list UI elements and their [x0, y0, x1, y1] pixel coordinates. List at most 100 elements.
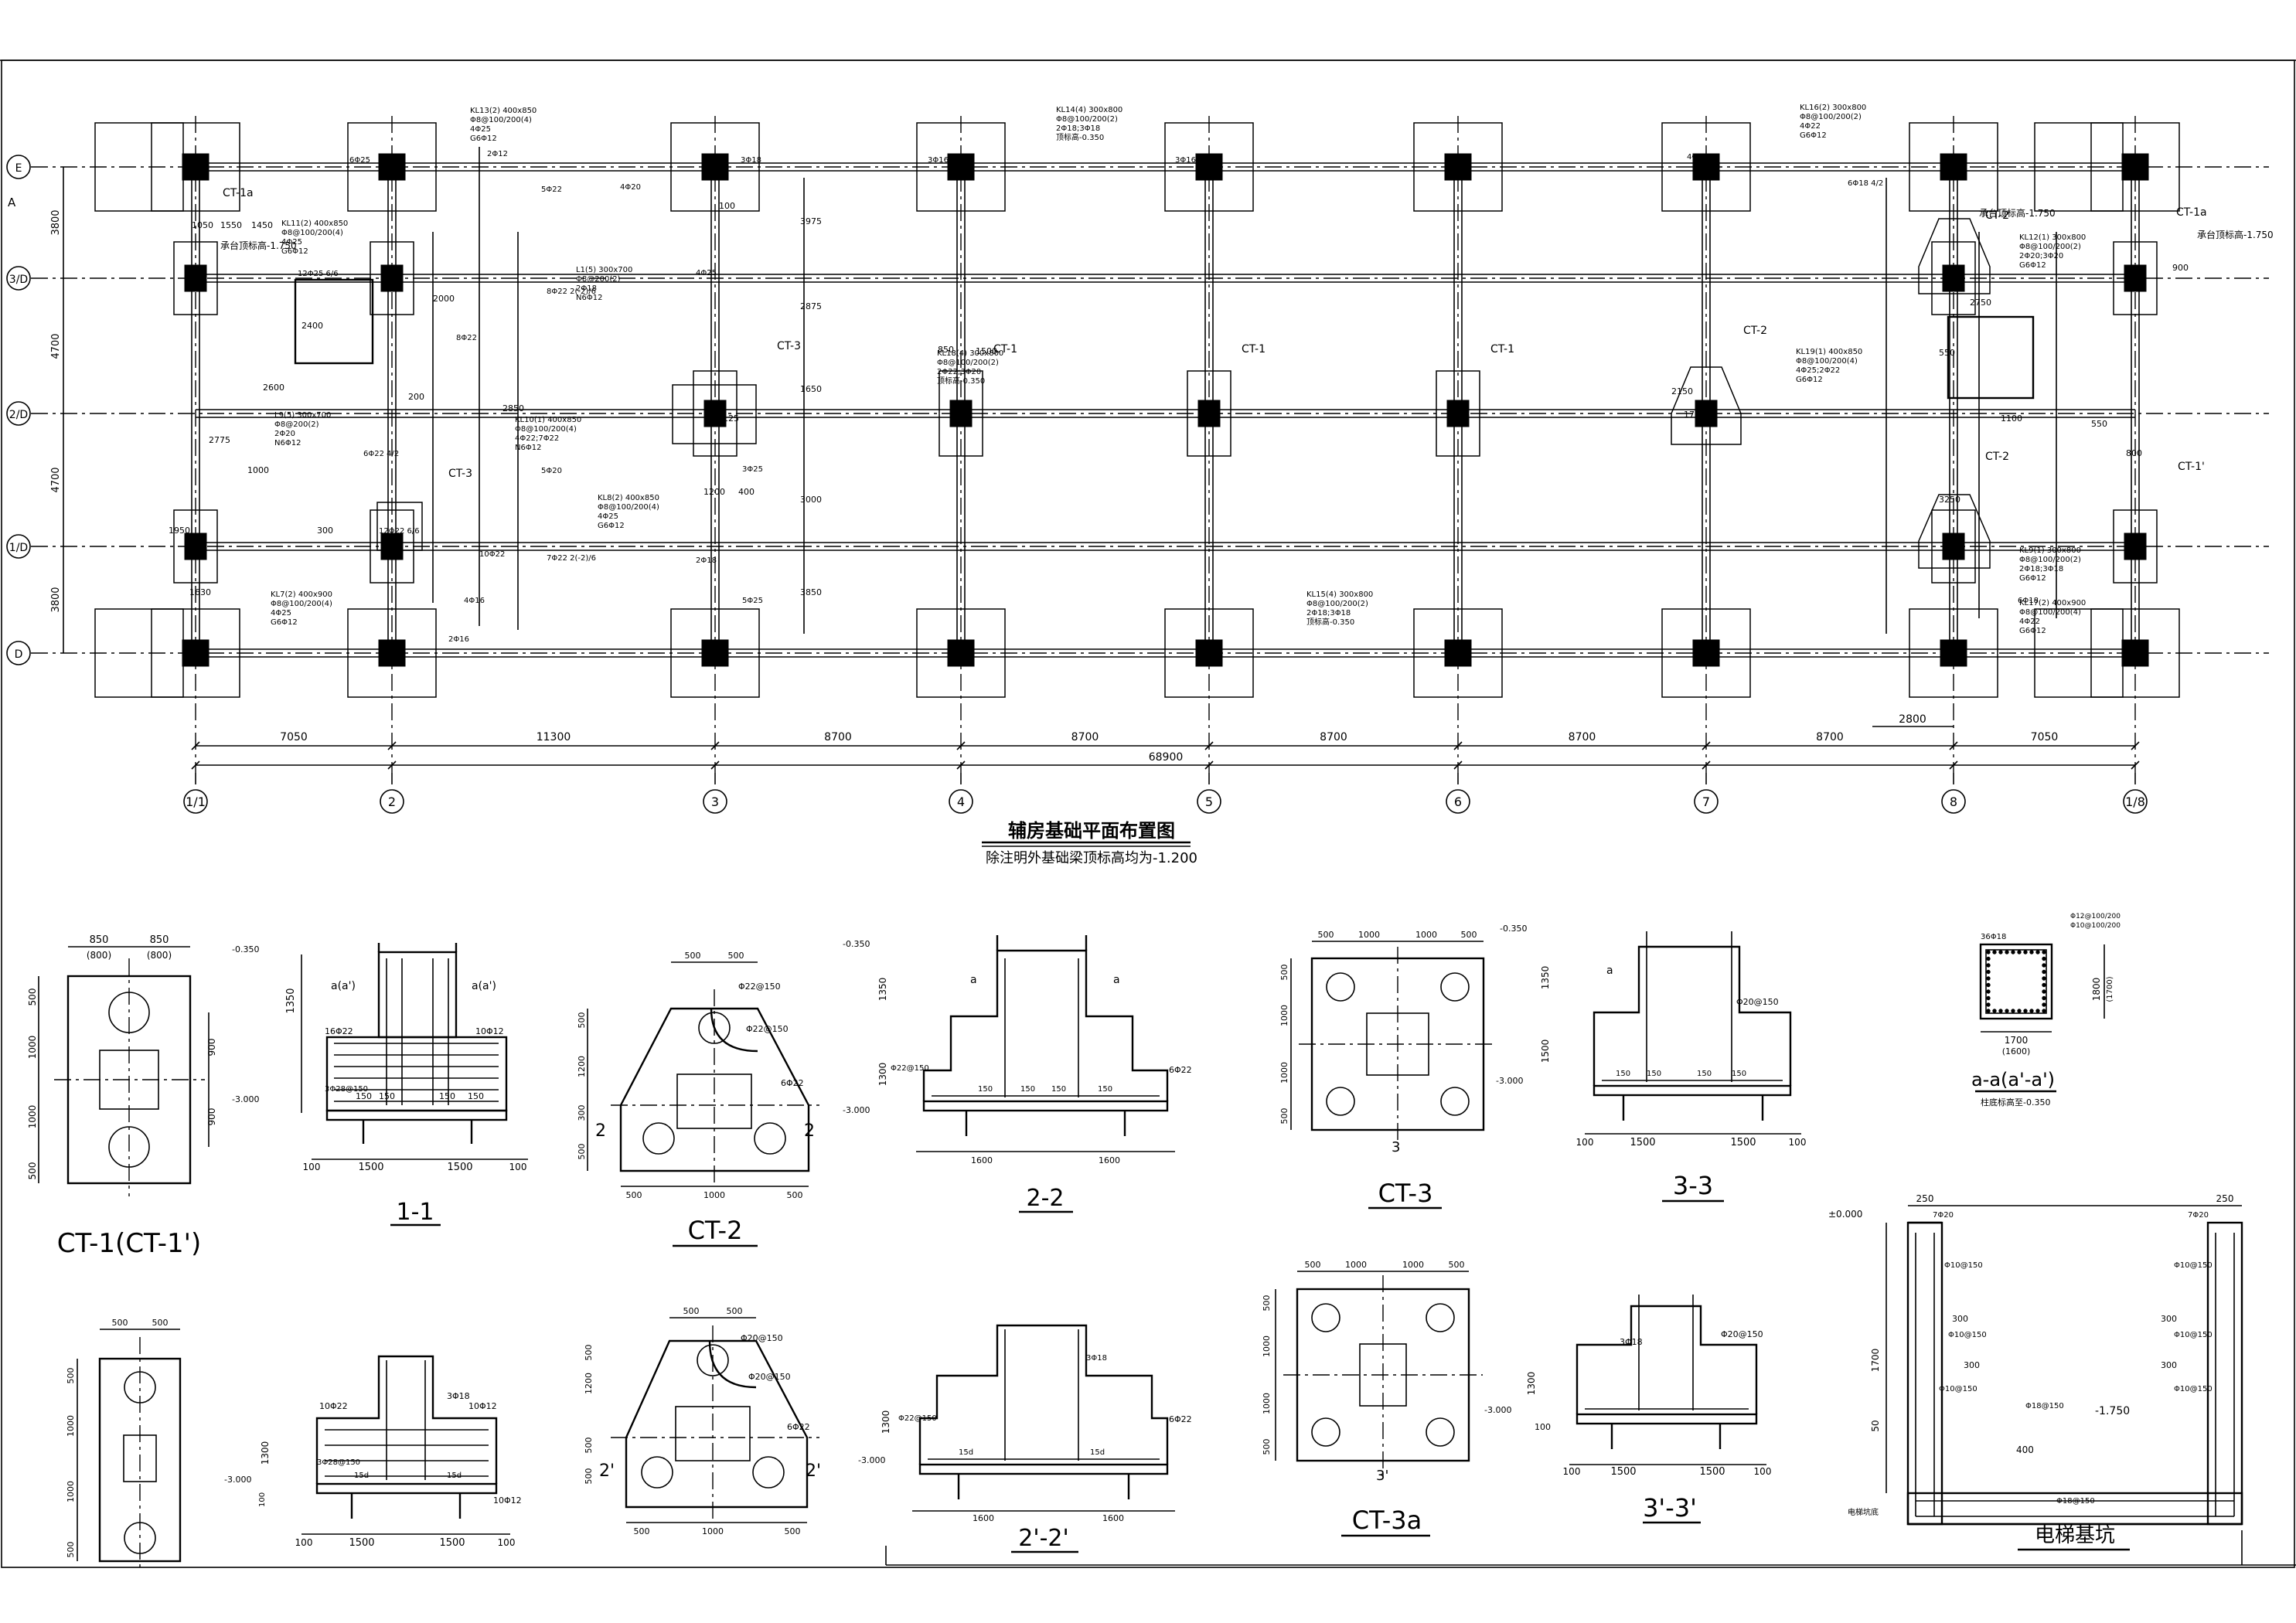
- axis-label-y-3: 1/D: [9, 542, 28, 554]
- ct2-dim-5: 500: [577, 1012, 587, 1029]
- detail-ct2a: 500 500 500 1000 500 500 1200 500 500 Φ2…: [584, 1306, 821, 1536]
- misc-dim-13: 2775: [209, 435, 230, 445]
- beam-note-11-0: KL15(4) 300x800: [1306, 590, 1373, 599]
- rebar-dot-top-6: [2023, 950, 2028, 954]
- span-x-5: 8700: [1569, 731, 1596, 743]
- ct1-dim-6: 1000: [27, 1105, 38, 1129]
- extra-dim: 2800: [1899, 713, 1926, 726]
- s33a-dim-2: 1500: [1699, 1466, 1725, 1478]
- column-8-3: [2124, 532, 2147, 560]
- footing-tag-10: CT-1': [2178, 461, 2205, 473]
- plan-subtitle: 除注明外基础梁顶标高均为-1.200: [986, 850, 1197, 866]
- ct3a-dim-2: 1000: [1402, 1260, 1424, 1270]
- misc-dim-16: 1000: [247, 465, 269, 475]
- span-x-6: 8700: [1816, 731, 1844, 743]
- axis-bubble-y-1: [6, 266, 31, 291]
- s33-dim-3: 100: [1789, 1137, 1807, 1148]
- column-5-2: [1446, 400, 1470, 427]
- elev-tag-1: 承台顶标高-1.750: [1979, 207, 2056, 219]
- ct1-dim-7: 500: [27, 1162, 38, 1180]
- beam-note-11-3: 顶标高-0.350: [1306, 617, 1354, 627]
- pile-cap-0-4: [151, 608, 240, 698]
- axis-label-y-2: 2/D: [9, 409, 28, 421]
- beam-note-13-3: N6Φ12: [576, 294, 602, 302]
- s11a-dim-2: 1500: [439, 1537, 465, 1549]
- detail-ct1: 850 850 (800) (800) 500 1000 1000 500 90…: [27, 934, 217, 1259]
- beam-note-7-0: KL10(1) 400x850: [515, 416, 581, 424]
- column-2-0: [701, 153, 729, 181]
- ct1-title: CT-1(CT-1'): [57, 1228, 201, 1259]
- misc-dim-6: 3000: [800, 495, 822, 505]
- misc-dim-5: 1650: [800, 384, 822, 394]
- beam-note-6-0: KL19(1) 400x850: [1796, 348, 1862, 356]
- foundation-beams: [191, 147, 2140, 658]
- ct1a-dim-3: 1000: [66, 1415, 76, 1437]
- misc-dim-31: 900: [2172, 263, 2189, 273]
- pile-cap-3-2: [938, 370, 983, 457]
- saa-dim-1: (1600): [2002, 1046, 2031, 1056]
- misc-dim-10: 2400: [301, 321, 323, 331]
- rebar-dot-right-4: [2042, 976, 2046, 981]
- rebar-dot-bottom-9: [2042, 1009, 2046, 1013]
- beam-note-10-2: 4Φ25: [271, 609, 291, 618]
- pile-cap-5-0: [1413, 122, 1503, 212]
- s11-dim-7: 150: [439, 1091, 455, 1101]
- rebar-dot-bottom-6: [2023, 1009, 2028, 1013]
- pile-cap-0-3: [173, 509, 218, 584]
- ct3a-dim-6: 1000: [1262, 1393, 1272, 1414]
- axis-bubble-x-2: [703, 789, 727, 814]
- column-rebar-dots: [1986, 950, 2046, 1013]
- pile-cap-6-4: [1661, 608, 1751, 698]
- misc-dim-29: 550: [2091, 419, 2107, 429]
- ct2a-dim-1: 500: [727, 1306, 743, 1316]
- ct2a-dim-8: 500: [584, 1468, 594, 1485]
- column-2-4: [701, 639, 729, 667]
- s11a-label-5: 10Φ12: [493, 1495, 522, 1506]
- column-4-4: [1195, 639, 1223, 667]
- saa-label-0: 36Φ18: [1981, 933, 2006, 941]
- column-6-4: [1692, 639, 1720, 667]
- saa-dim-3: (1700): [2106, 976, 2114, 1002]
- pit-label-2: 7Φ20: [1933, 1211, 1954, 1220]
- rebar-dot-bottom-4: [2011, 1009, 2015, 1013]
- s33-dim-4: 1350: [1540, 966, 1551, 990]
- rebar-dot-bottom-5: [2017, 1009, 2022, 1013]
- beam-note-9-0: KL9(1) 300x800: [2019, 546, 2081, 555]
- ct1-dim-1: 850: [150, 934, 169, 946]
- rebar-dot-bottom-7: [2029, 1009, 2034, 1013]
- beam-note-11-1: Φ8@100/200(2): [1306, 600, 1368, 608]
- misc-dim-18: 400: [738, 487, 755, 497]
- bar-label-15: 12Φ25 6/6: [298, 270, 339, 278]
- rebar-dot-bottom-0: [1986, 1009, 1991, 1013]
- pile-cap-ext-0-4: [94, 608, 184, 698]
- dim-tick-t-6: [1702, 760, 1711, 770]
- detail-ct2: 500 500 500 1000 500 500 1200 300 500 Φ2…: [577, 951, 819, 1247]
- s11-dim-2: 1500: [447, 1162, 472, 1173]
- axis-label-y-4: D: [15, 648, 23, 661]
- ct3-dim-7: 500: [1279, 1108, 1289, 1125]
- rebar-dot-bottom-1: [1992, 1009, 1997, 1013]
- dim-tick-7: [1949, 741, 1958, 750]
- s22a-dim-1: 1600: [1102, 1513, 1124, 1523]
- misc-dim-2: 1450: [251, 220, 273, 230]
- plan-grid: [31, 116, 2269, 773]
- beam-note-4-3: G6Φ12: [2019, 261, 2046, 270]
- beam-note-12-0: KL17(2) 400x900: [2019, 599, 2086, 607]
- bar-label-18: 8Φ22 2(-2)/6: [547, 288, 596, 296]
- column-8-1: [2124, 264, 2147, 292]
- pile-cap-2-2: [693, 370, 738, 457]
- beam-note-8-0: KL8(2) 400x850: [598, 494, 659, 502]
- pit-dim-3: 50: [1870, 1420, 1881, 1431]
- s33-label-2: a: [1606, 965, 1613, 977]
- rebar-dot-bottom-2: [1998, 1009, 2003, 1013]
- pile-cap-ext-8-4: [2034, 608, 2124, 698]
- ct2-label-2: 6Φ22: [781, 1078, 804, 1088]
- s22a-title: 2'-2': [1018, 1525, 1069, 1552]
- s22-label-3: a: [1113, 974, 1120, 986]
- bar-label-16: 12Φ22 6/6: [379, 527, 420, 536]
- s22-dim-6: 150: [1051, 1085, 1066, 1094]
- axis-bubble-y-3: [6, 534, 31, 559]
- ct2a-label-1: Φ20@150: [748, 1372, 791, 1382]
